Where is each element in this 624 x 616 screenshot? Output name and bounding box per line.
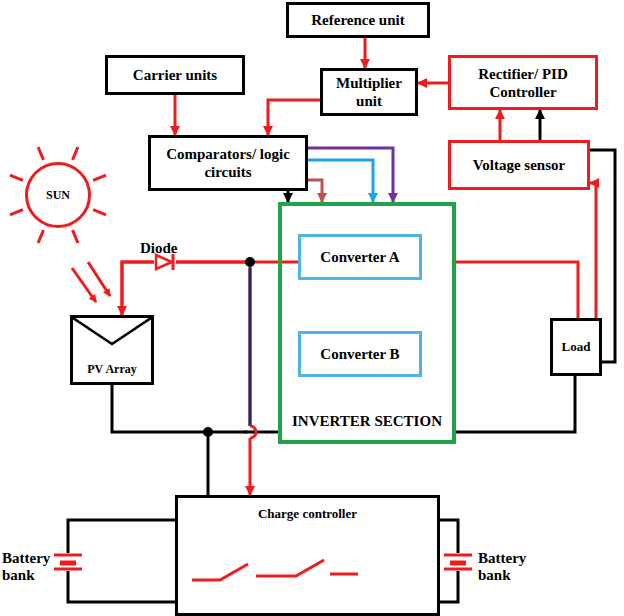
node-label: Converter B bbox=[320, 345, 399, 363]
connector bbox=[308, 160, 373, 202]
sensor-box: Voltage sensor bbox=[448, 140, 590, 190]
controller-box: Rectifier/ PID Controller bbox=[448, 55, 598, 110]
sun-circle: SUN bbox=[25, 162, 91, 228]
connector bbox=[287, 191, 290, 202]
process-box: Multiplier unit bbox=[320, 68, 418, 116]
node-label: Voltage sensor bbox=[473, 156, 565, 174]
node-label: Carrier units bbox=[133, 66, 217, 84]
component-label: Diode bbox=[140, 240, 200, 257]
connector bbox=[539, 110, 542, 140]
node-label: Comparators/ logic circuits bbox=[151, 145, 305, 181]
load-box: Load bbox=[550, 318, 602, 376]
junction-dot bbox=[203, 427, 213, 437]
component-label: Battery bank bbox=[2, 550, 52, 585]
node-label: PV Array bbox=[87, 362, 136, 376]
connector bbox=[174, 95, 177, 135]
inverter-section: INVERTER SECTION Converter A Converter B bbox=[278, 202, 456, 444]
sun-rays bbox=[10, 147, 106, 243]
node-label: Multiplier unit bbox=[323, 74, 415, 110]
wire-hop bbox=[244, 426, 256, 438]
process-box: Carrier units bbox=[105, 55, 245, 95]
bus-wire bbox=[207, 432, 210, 495]
battery-symbol bbox=[440, 520, 472, 602]
battery-link-wire bbox=[249, 268, 252, 426]
pv-array: PV Array bbox=[70, 315, 154, 385]
connector bbox=[418, 82, 448, 85]
connector bbox=[308, 180, 322, 202]
node-label: Rectifier/ PID Controller bbox=[451, 65, 595, 101]
component-label: Battery bank bbox=[478, 550, 538, 585]
connector bbox=[364, 38, 367, 68]
light-arrows bbox=[72, 262, 110, 302]
converter-box: Converter B bbox=[298, 331, 422, 377]
connector bbox=[268, 100, 320, 135]
connector bbox=[499, 110, 502, 140]
node-label: Converter A bbox=[320, 248, 399, 266]
node-label: INVERTER SECTION bbox=[292, 412, 442, 430]
process-box: Reference unit bbox=[286, 2, 430, 38]
charge-controller: Charge controller bbox=[175, 495, 440, 616]
node-label: SUN bbox=[46, 188, 70, 202]
node-label: Load bbox=[562, 339, 591, 355]
converter-box: Converter A bbox=[298, 234, 422, 280]
junction-dot bbox=[245, 257, 255, 267]
node-label: Reference unit bbox=[311, 11, 404, 29]
diode-symbol bbox=[154, 254, 176, 270]
process-box: Comparators/ logic circuits bbox=[148, 135, 308, 191]
battery-symbol bbox=[54, 520, 175, 602]
connector bbox=[590, 183, 596, 318]
connector bbox=[112, 385, 278, 432]
connector bbox=[122, 262, 298, 315]
connector bbox=[456, 376, 575, 432]
connector bbox=[308, 148, 393, 202]
connector bbox=[456, 262, 578, 318]
node-label: Charge controller bbox=[258, 506, 357, 522]
